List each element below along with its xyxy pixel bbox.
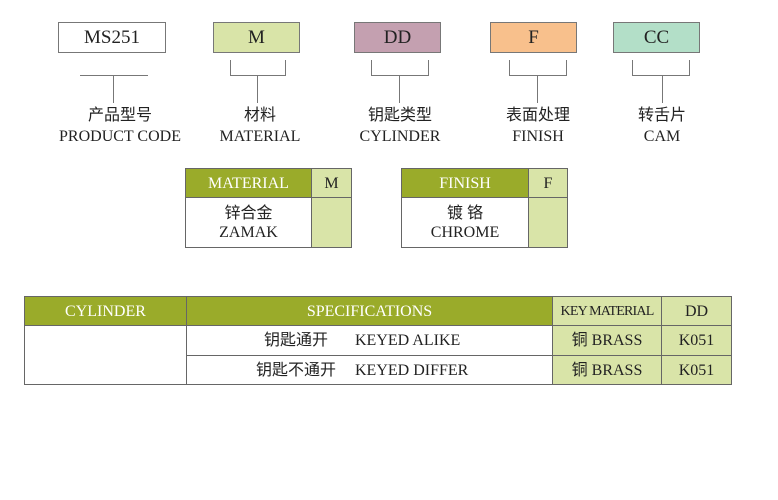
material-zh: 锌合金: [224, 204, 273, 222]
label-zh: 转舌片: [637, 107, 686, 124]
label-en: FINISH: [512, 128, 564, 145]
label-en: MATERIAL: [219, 128, 301, 145]
material-en: ZAMAK: [219, 223, 278, 241]
label-zh: 材料: [243, 107, 276, 124]
code-box-cylinder: DD: [354, 22, 441, 53]
spec-zh: 钥匙通开: [263, 332, 328, 349]
key-material-cell: 铜 BRASS: [552, 325, 662, 356]
cylinder-cell: [24, 325, 187, 385]
label-en: PRODUCT CODE: [59, 128, 181, 145]
material-header: MATERIAL: [185, 168, 312, 198]
code-box-product: MS251: [58, 22, 166, 53]
code-box-cam: CC: [613, 22, 700, 53]
material-code: M: [311, 168, 352, 198]
code-box-material: M: [213, 22, 300, 53]
header-key-material: KEY MATERIAL: [552, 296, 662, 326]
dd-code-cell: K051: [661, 355, 732, 385]
spec-en: KEYED DIFFER: [355, 361, 469, 379]
material-code-cell: [311, 197, 352, 248]
header-dd: DD: [661, 296, 732, 326]
label-en: CYLINDER: [359, 128, 441, 145]
finish-en: CHROME: [430, 223, 500, 241]
label-cylinder: 钥匙类型 CYLINDER: [320, 105, 480, 147]
label-zh: 钥匙类型: [367, 107, 432, 124]
label-product: 产品型号 PRODUCT CODE: [40, 105, 200, 147]
header-cylinder: CYLINDER: [24, 296, 187, 326]
label-en: CAM: [643, 128, 681, 145]
spec-zh: 钥匙不通开: [255, 361, 336, 379]
finish-header: FINISH: [401, 168, 529, 198]
dd-code-cell: K051: [661, 325, 732, 356]
label-zh: 产品型号: [87, 107, 152, 124]
finish-code: F: [528, 168, 568, 198]
table-row-spec: 钥匙不通开 KEYED DIFFER: [186, 355, 553, 385]
label-material: 材料 MATERIAL: [180, 105, 340, 147]
finish-code-cell: [528, 197, 568, 248]
label-finish: 表面处理 FINISH: [458, 105, 618, 147]
label-zh: 表面处理: [505, 107, 570, 124]
code-box-finish: F: [490, 22, 577, 53]
label-cam: 转舌片 CAM: [582, 105, 742, 147]
key-material-cell: 铜 BRASS: [552, 355, 662, 385]
spec-en: KEYED ALIKE: [355, 332, 461, 349]
table-row-spec: 钥匙通开 KEYED ALIKE: [186, 325, 553, 356]
finish-zh: 镀 铬: [446, 204, 483, 222]
header-specifications: SPECIFICATIONS: [186, 296, 553, 326]
